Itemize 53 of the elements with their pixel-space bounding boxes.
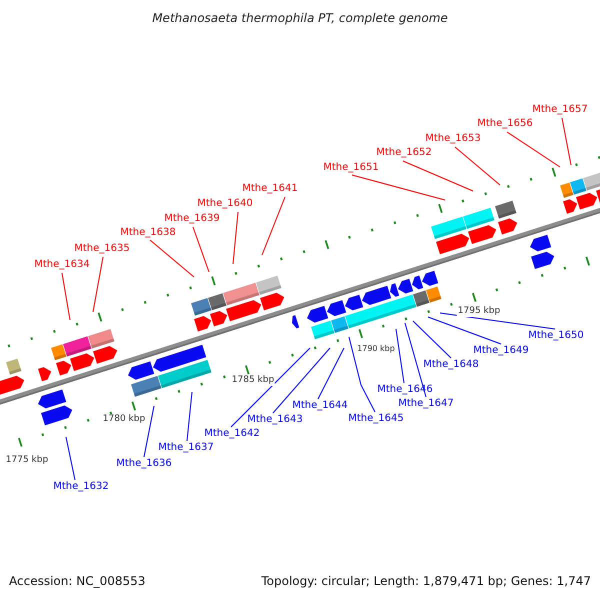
scale-label: 1790 kbp — [356, 343, 396, 354]
scale-label: 1795 kbp — [456, 306, 502, 317]
gene-label: Mthe_1643 — [247, 413, 303, 427]
leader-line — [272, 348, 330, 414]
leader-line — [440, 312, 556, 330]
leader-line — [232, 212, 238, 264]
gene-label: Mthe_1642 — [204, 427, 260, 441]
gene-label: Mthe_1657 — [532, 103, 588, 117]
gene-label: Mthe_1644 — [292, 399, 348, 413]
leader-line — [454, 146, 500, 186]
leader-line — [186, 392, 192, 442]
leader-line — [562, 118, 572, 166]
leader-line — [396, 328, 404, 384]
leader-line — [144, 406, 154, 458]
gene-label: Mthe_1639 — [164, 212, 220, 226]
leader-line — [506, 132, 560, 168]
gene-label: Mthe_1645 — [348, 412, 404, 426]
gene-label: Mthe_1637 — [158, 441, 214, 455]
gene-label: Mthe_1648 — [423, 358, 479, 372]
leader-line — [66, 436, 76, 480]
gene-label: Mthe_1640 — [197, 197, 253, 211]
leader-line — [192, 226, 210, 272]
gene-label: Mthe_1634 — [34, 258, 90, 272]
leader-line — [404, 322, 426, 398]
gene-label: Mthe_1638 — [120, 226, 176, 240]
gene-label: Mthe_1653 — [425, 132, 481, 146]
leader-line — [348, 336, 376, 412]
leader-line — [92, 256, 104, 312]
gene-label: Mthe_1632 — [53, 480, 109, 494]
scale-label: 1780 kbp — [102, 414, 146, 425]
gene-label: Mthe_1635 — [74, 242, 130, 256]
title: Methanosaeta thermophila PT, complete genome — [152, 11, 448, 25]
leader-line — [428, 316, 502, 344]
gene-label: Mthe_1651 — [323, 161, 379, 175]
genome-stats-text: Topology: circular; Length: 1,879,471 bp; Genes: 1,747 — [261, 574, 591, 588]
leader-line — [412, 320, 452, 358]
gene-label: Mthe_1647 — [398, 397, 454, 411]
gene-label: Mthe_1652 — [376, 146, 432, 160]
leader-line — [402, 160, 474, 192]
leader-line — [352, 174, 446, 200]
leader-line — [318, 348, 344, 400]
gene-label: Mthe_1649 — [473, 344, 529, 358]
leader-line — [62, 272, 70, 320]
scale-label: 1775 kbp — [4, 455, 50, 466]
gene-label: Mthe_1650 — [528, 329, 584, 343]
gene-label: Mthe_1641 — [242, 182, 298, 196]
leader-line — [150, 240, 194, 278]
scale-label: 1785 kbp — [230, 375, 276, 386]
leader-line — [262, 196, 286, 256]
gene-label: Mthe_1656 — [477, 117, 533, 131]
leader-line — [230, 348, 310, 428]
accession-text: Accession: NC_008553 — [9, 574, 146, 588]
gene-label: Mthe_1636 — [116, 457, 172, 471]
